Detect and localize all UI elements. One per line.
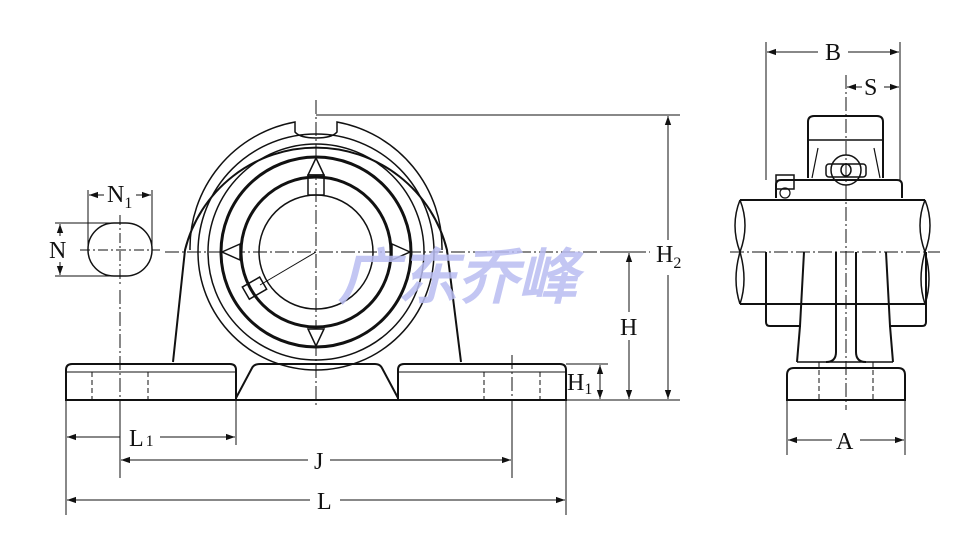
left-foot xyxy=(65,363,237,401)
housing-outline xyxy=(172,146,462,363)
label-s: S xyxy=(864,75,877,101)
front-dimensions xyxy=(55,114,680,515)
label-h1: H1 xyxy=(567,370,592,398)
label-h2: H2 xyxy=(656,242,681,272)
label-h: H xyxy=(620,315,637,341)
label-l: L xyxy=(317,489,332,515)
side-dimensions xyxy=(765,42,906,455)
front-view xyxy=(65,100,650,405)
inner-ring xyxy=(239,175,393,329)
shaft xyxy=(740,199,925,305)
label-n: N xyxy=(49,238,66,264)
label-a: A xyxy=(836,429,854,455)
label-n1: N1 xyxy=(107,182,132,212)
right-foot xyxy=(397,363,567,401)
label-j: J xyxy=(314,449,323,475)
outer-ring xyxy=(197,133,435,371)
watermark-text: 广东乔峰 xyxy=(338,243,585,313)
side-view xyxy=(730,75,940,410)
side-foot xyxy=(786,367,906,401)
label-b: B xyxy=(825,40,841,66)
